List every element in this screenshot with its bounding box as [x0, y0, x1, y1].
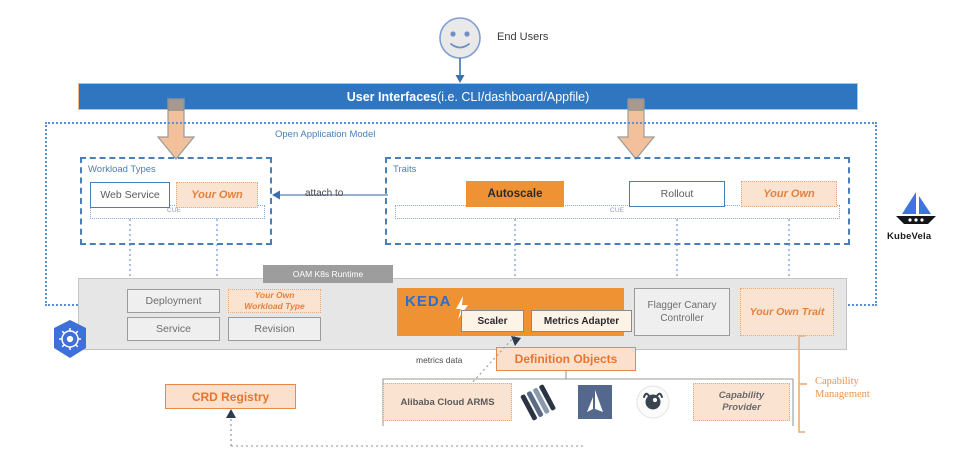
user-interfaces-bar[interactable]: User Interfaces (i.e. CLI/dashboard/Appf… [78, 83, 858, 110]
trait-your-own[interactable]: Your Own [741, 181, 837, 207]
workload-your-own[interactable]: Your Own [176, 182, 258, 208]
trait-autoscale[interactable]: Autoscale [466, 181, 564, 207]
capability-management-bracket [798, 335, 807, 433]
metrics-data-arrow [470, 335, 521, 385]
crd-registry-connector [226, 409, 583, 447]
metrics-data-label: metrics data [416, 355, 463, 365]
provider-alibaba-cloud-arms[interactable]: Alibaba Cloud ARMS [383, 383, 512, 421]
keda-metrics-adapter[interactable]: Metrics Adapter [531, 310, 632, 332]
workload-web-service[interactable]: Web Service [90, 182, 170, 208]
provider-capability-provider[interactable]: Capability Provider [693, 383, 790, 421]
big-arrow-ui-to-workloads [156, 98, 196, 160]
oam-k8s-runtime-tag: OAM K8s Runtime [263, 265, 393, 283]
flagger-line1: Flagger Canary [647, 300, 717, 311]
user-interfaces-title-rest: (i.e. CLI/dashboard/Appfile) [437, 89, 590, 104]
istio-icon [578, 385, 612, 419]
flagger-line2: Controller [660, 313, 704, 324]
trait-rollout[interactable]: Rollout [629, 181, 725, 207]
kubernetes-helm-icon [54, 320, 86, 358]
big-arrow-ui-to-traits [616, 98, 656, 160]
definition-objects-box[interactable]: Definition Objects [496, 347, 636, 371]
runtime-node-service[interactable]: Service [127, 317, 220, 341]
runtime-your-own-trait[interactable]: Your Own Trait [740, 288, 834, 336]
user-interfaces-title-bold: User Interfaces [346, 89, 438, 104]
runtime-node-deployment[interactable]: Deployment [127, 289, 220, 313]
prometheus-icon [520, 384, 556, 421]
flagger-canary-controller[interactable]: Flagger Canary Controller [634, 288, 730, 336]
traits-group [385, 157, 850, 245]
runtime-your-own-workload-type[interactable]: Your Own Workload Type [228, 289, 321, 313]
kubevela-label: KubeVela [887, 231, 932, 242]
traits-cue-label: CUE [610, 207, 625, 214]
kubevela-sailboat-icon [896, 192, 936, 224]
keda-logo: KEDA [405, 293, 452, 310]
arrow-endusers-to-ui [455, 58, 465, 83]
runtime-node-revision[interactable]: Revision [228, 317, 321, 341]
capability-provider-line1: Capability [718, 390, 765, 402]
attach-to-connector [272, 190, 388, 200]
traits-title: Traits [393, 164, 417, 175]
traits-cue-band [395, 205, 840, 219]
oam-title: Open Application Model [275, 129, 376, 140]
end-users-label: End Users [497, 31, 549, 43]
attach-to-label: attach to [305, 188, 344, 199]
your-own-workload-line1: Your Own [254, 290, 295, 301]
your-own-workload-line2: Workload Type [244, 301, 305, 311]
workload-cue-label: CUE [167, 207, 182, 214]
workload-types-title: Workload Types [88, 164, 156, 175]
capability-management-line2: Management [815, 389, 870, 401]
jaeger-icon [636, 385, 670, 419]
workload-types-group [80, 157, 272, 245]
keda-bolt-icon [456, 296, 468, 319]
crd-registry-box[interactable]: CRD Registry [165, 384, 296, 409]
keda-scaler[interactable]: Scaler [461, 310, 524, 332]
capability-management-label: Capability Management [815, 375, 905, 401]
capability-management-line1: Capability [815, 376, 859, 387]
capability-provider-line2: Provider [722, 402, 761, 413]
end-user-face-icon [439, 17, 481, 59]
